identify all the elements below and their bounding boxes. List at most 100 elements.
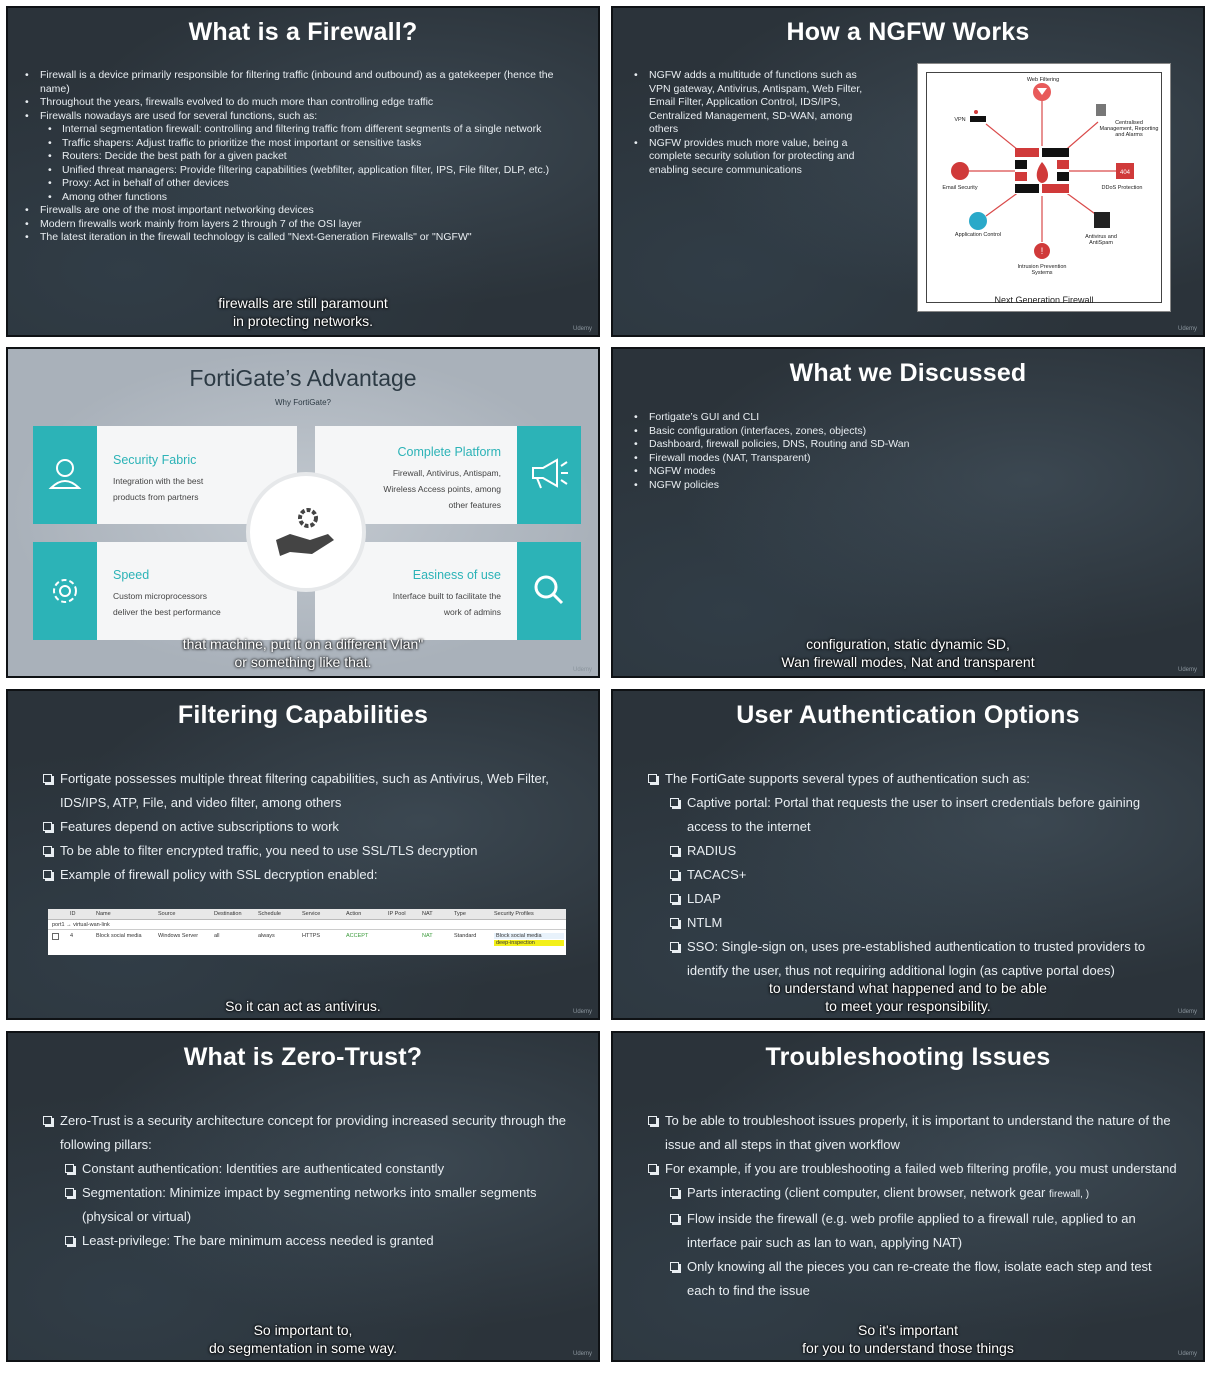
udemy-watermark: Udemy bbox=[1177, 326, 1197, 332]
security-fabric-tile bbox=[33, 426, 97, 524]
bullet-item: Example of firewall policy with SSL decr… bbox=[42, 863, 572, 887]
policy-group-row[interactable]: port1 → virtual-wan-link bbox=[48, 920, 566, 930]
caption-line: Wan firewall modes, Nat and transparent bbox=[781, 654, 1035, 670]
bullet-item: The latest iteration in the firewall tec… bbox=[22, 231, 582, 245]
bullet-item: Firewall modes (NAT, Transparent) bbox=[631, 452, 1031, 466]
udemy-watermark: Udemy bbox=[1177, 1009, 1197, 1015]
slide-title: What is a Firewall? bbox=[188, 18, 418, 46]
caption-line: to meet your responsibility. bbox=[825, 998, 991, 1014]
slide-title: What is Zero-Trust? bbox=[183, 1043, 423, 1071]
card-line: Firewall, Antivirus, Antispam, bbox=[392, 468, 501, 478]
table-cell: HTTPS bbox=[302, 933, 321, 939]
bullet-item: Modern firewalls work mainly from layers… bbox=[22, 218, 582, 232]
table-cell: always bbox=[258, 933, 275, 939]
ngfw-diagram: ! 404 Web Filtering VPN Centralised Mana… bbox=[917, 63, 1171, 312]
bullet-item: Firewalls nowadays are used for several … bbox=[22, 110, 582, 124]
table-row[interactable]: 4 Block social media Windows Server all … bbox=[48, 930, 566, 955]
label-ips: Intrusion Prevention Systems bbox=[1017, 264, 1067, 276]
table-cell: ACCEPT bbox=[346, 933, 369, 939]
video-caption: to understand what happened and to be ab… bbox=[613, 979, 1203, 1015]
sub-bullet-item: Least-privilege: The bare minimum access… bbox=[42, 1229, 572, 1253]
video-caption: that machine, put it on a different Vlan… bbox=[8, 635, 598, 671]
sub-bullet-item: NTLM bbox=[647, 911, 1177, 935]
slide-fortigate-advantage: FortiGate’s Advantage Why FortiGate? Sec… bbox=[6, 347, 600, 678]
ddos-badge: 404 bbox=[1120, 170, 1131, 176]
caption-line: that machine, put it on a different Vlan… bbox=[182, 636, 424, 652]
video-caption: firewalls are still paramount in protect… bbox=[8, 294, 598, 330]
slide-what-we-discussed: What we Discussed Fortigate’s GUI and CL… bbox=[611, 347, 1205, 678]
card-line: Wireless Access points, among bbox=[383, 484, 501, 494]
caption-line: in protecting networks. bbox=[232, 313, 374, 329]
sub-bullet-item: Parts interacting (client computer, clie… bbox=[647, 1181, 1177, 1207]
group-label: port1 → virtual-wan-link bbox=[52, 921, 110, 928]
row-checkbox[interactable] bbox=[52, 933, 59, 940]
sub-bullet-item: Traffic shapers: Adjust traffic to prior… bbox=[22, 137, 582, 151]
bullet-item: Features depend on active subscriptions … bbox=[42, 815, 572, 839]
udemy-watermark: Udemy bbox=[572, 326, 592, 332]
column-header: Source bbox=[158, 911, 176, 917]
sub-bullet-item: Segmentation: Minimize impact by segment… bbox=[42, 1181, 572, 1229]
table-cell: NAT bbox=[422, 933, 433, 939]
bullet-item: Dashboard, firewall policies, DNS, Routi… bbox=[631, 438, 1031, 452]
caption-line: firewalls are still paramount bbox=[218, 295, 388, 311]
sub-bullet-item: Proxy: Act in behalf of other devices bbox=[22, 177, 582, 191]
bullet-item: NGFW modes bbox=[631, 465, 1031, 479]
hand-gear-icon bbox=[276, 508, 334, 556]
card-heading: Speed bbox=[113, 568, 150, 582]
card-line: deliver the best performance bbox=[113, 607, 221, 617]
label-antivirus: Antivirus and AntiSpam bbox=[1085, 234, 1117, 246]
sub-bullet-item: Unified threat managers: Provide filteri… bbox=[22, 164, 582, 178]
udemy-watermark: Udemy bbox=[1177, 667, 1197, 673]
bullet-item: Fortigate possesses multiple threat filt… bbox=[42, 767, 572, 815]
diagram-arrows: ! 404 bbox=[951, 83, 1134, 259]
bullet-list: Fortigate’s GUI and CLI Basic configurat… bbox=[631, 411, 1031, 492]
security-profiles-cell: Block social media deep-inspection bbox=[490, 933, 564, 946]
sub-bullet-item: Captive portal: Portal that requests the… bbox=[647, 791, 1177, 839]
bullet-item: The FortiGate supports several types of … bbox=[647, 767, 1177, 791]
bullet-item: Throughout the years, firewalls evolved … bbox=[22, 96, 582, 110]
label-vpn: VPN bbox=[954, 117, 966, 123]
profile-web: Block social media bbox=[494, 933, 564, 939]
column-header: ID bbox=[70, 911, 76, 917]
profile-ssl: deep-inspection bbox=[494, 940, 564, 946]
caption-line: to understand what happened and to be ab… bbox=[769, 980, 1047, 996]
card-text: Integration with the best products from … bbox=[113, 473, 203, 505]
firewall-policy-table: ID Name Source Destination Schedule Serv… bbox=[48, 909, 566, 955]
sub-bullet-item: SSO: Single-sign on, uses pre-establishe… bbox=[647, 935, 1177, 983]
diagram-caption: Next Generation Firewall bbox=[994, 295, 1094, 305]
slide-title: User Authentication Options bbox=[736, 701, 1080, 729]
bullet-list: NGFW adds a multitude of functions such … bbox=[631, 69, 871, 177]
label-web-filtering: Web Filtering bbox=[1026, 77, 1060, 83]
megaphone-icon bbox=[532, 458, 568, 489]
table-cell: Windows Server bbox=[158, 933, 199, 939]
slide-title: Filtering Capabilities bbox=[177, 701, 429, 729]
column-header: Service bbox=[302, 911, 321, 917]
center-emblem bbox=[246, 472, 366, 592]
bullet-item: NGFW provides much more value, being a c… bbox=[631, 137, 871, 178]
bullet-item: NGFW policies bbox=[631, 479, 1031, 493]
caption-line: do segmentation in some way. bbox=[208, 1340, 398, 1356]
table-cell: all bbox=[214, 933, 220, 939]
slide-zero-trust: What is Zero-Trust? Zero-Trust is a secu… bbox=[6, 1031, 600, 1362]
udemy-watermark: Udemy bbox=[1177, 1351, 1197, 1357]
svg-text:!: ! bbox=[1041, 246, 1044, 256]
speed-tile bbox=[33, 542, 97, 640]
label-app-control: Application Control bbox=[954, 232, 1002, 238]
caption-line: So it can act as antivirus. bbox=[225, 998, 381, 1014]
caption-line: for you to understand those things bbox=[802, 1340, 1014, 1356]
table-cell: Block social media bbox=[96, 933, 142, 939]
bullet-item: For example, if you are troubleshooting … bbox=[647, 1157, 1177, 1181]
table-cell: Standard bbox=[454, 933, 477, 939]
caption-line: So it's important bbox=[858, 1322, 958, 1338]
card-text: Interface built to facilitate the work o… bbox=[393, 588, 501, 620]
udemy-watermark: Udemy bbox=[572, 667, 592, 673]
bullet-list: To be able to troubleshoot issues proper… bbox=[647, 1109, 1177, 1303]
caption-line: So important to, bbox=[253, 1322, 353, 1338]
user-icon bbox=[48, 459, 82, 489]
card-line: products from partners bbox=[113, 492, 199, 502]
bullet-item: To be able to troubleshoot issues proper… bbox=[647, 1109, 1177, 1157]
slide-how-ngfw-works: How a NGFW Works NGFW adds a multitude o… bbox=[611, 6, 1205, 337]
bullet-item: Fortigate’s GUI and CLI bbox=[631, 411, 1031, 425]
card-line: Integration with the best bbox=[113, 476, 204, 486]
slide-title: FortiGate’s Advantage bbox=[189, 365, 417, 391]
